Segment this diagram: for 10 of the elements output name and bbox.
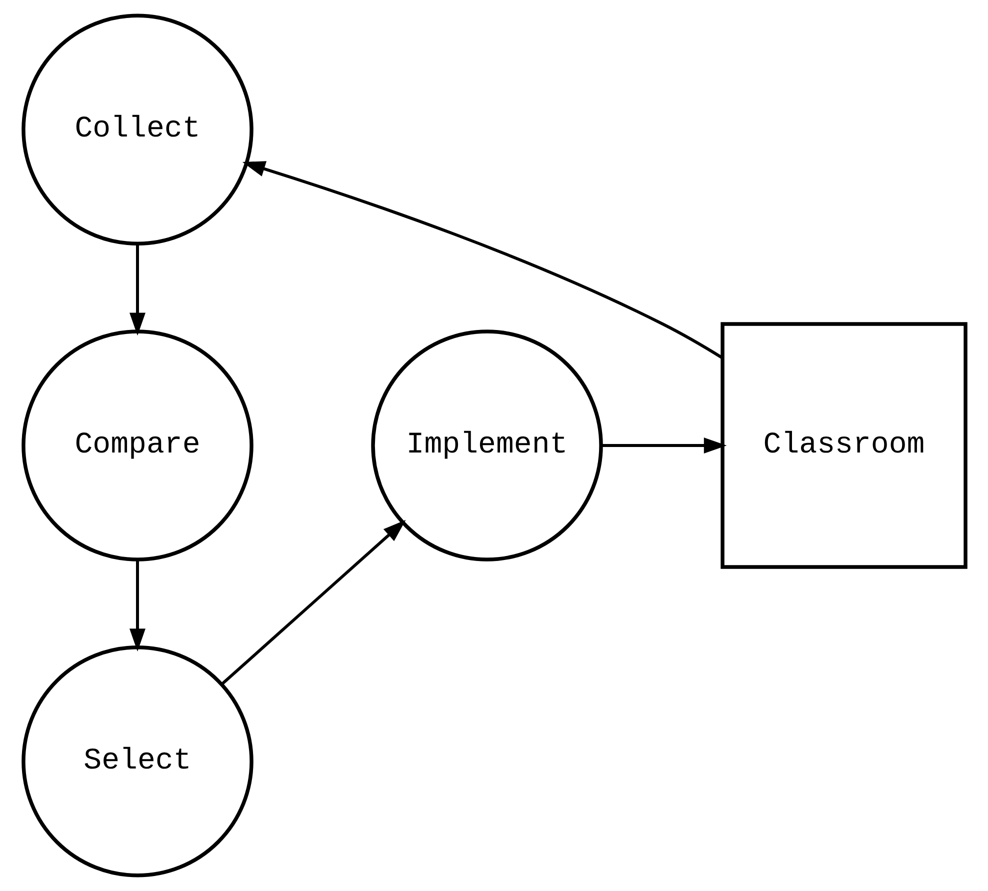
arrow: [242, 161, 723, 360]
node-circle: Collect: [21, 14, 253, 246]
node-circle: Implement: [370, 330, 602, 562]
arrow: [220, 520, 406, 686]
arrow: [129, 560, 145, 652]
node-circle: Compare: [21, 330, 253, 562]
arrow: [600, 438, 726, 454]
node-circle: Select: [21, 646, 253, 878]
node-box: Classroom: [720, 322, 967, 569]
arrow: [129, 244, 145, 336]
